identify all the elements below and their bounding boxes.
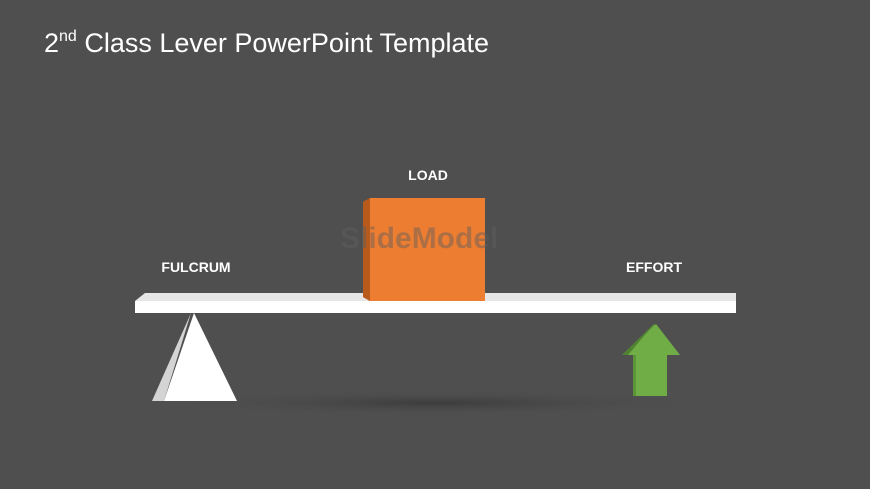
ground-shadow [155,390,715,416]
title-superscript: nd [59,28,77,45]
slide-title: 2nd Class Lever PowerPoint Template [44,28,489,59]
load-label: LOAD [408,167,448,183]
up-arrow-icon [622,324,680,396]
fulcrum-icon [152,313,237,401]
title-number: 2 [44,28,60,58]
watermark: SlideModel [340,222,499,255]
lever-beam [135,293,736,313]
title-text: Class Lever PowerPoint Template [76,28,490,58]
effort-label: EFFORT [626,259,682,275]
fulcrum-label: FULCRUM [161,259,231,275]
load-box [363,198,485,301]
